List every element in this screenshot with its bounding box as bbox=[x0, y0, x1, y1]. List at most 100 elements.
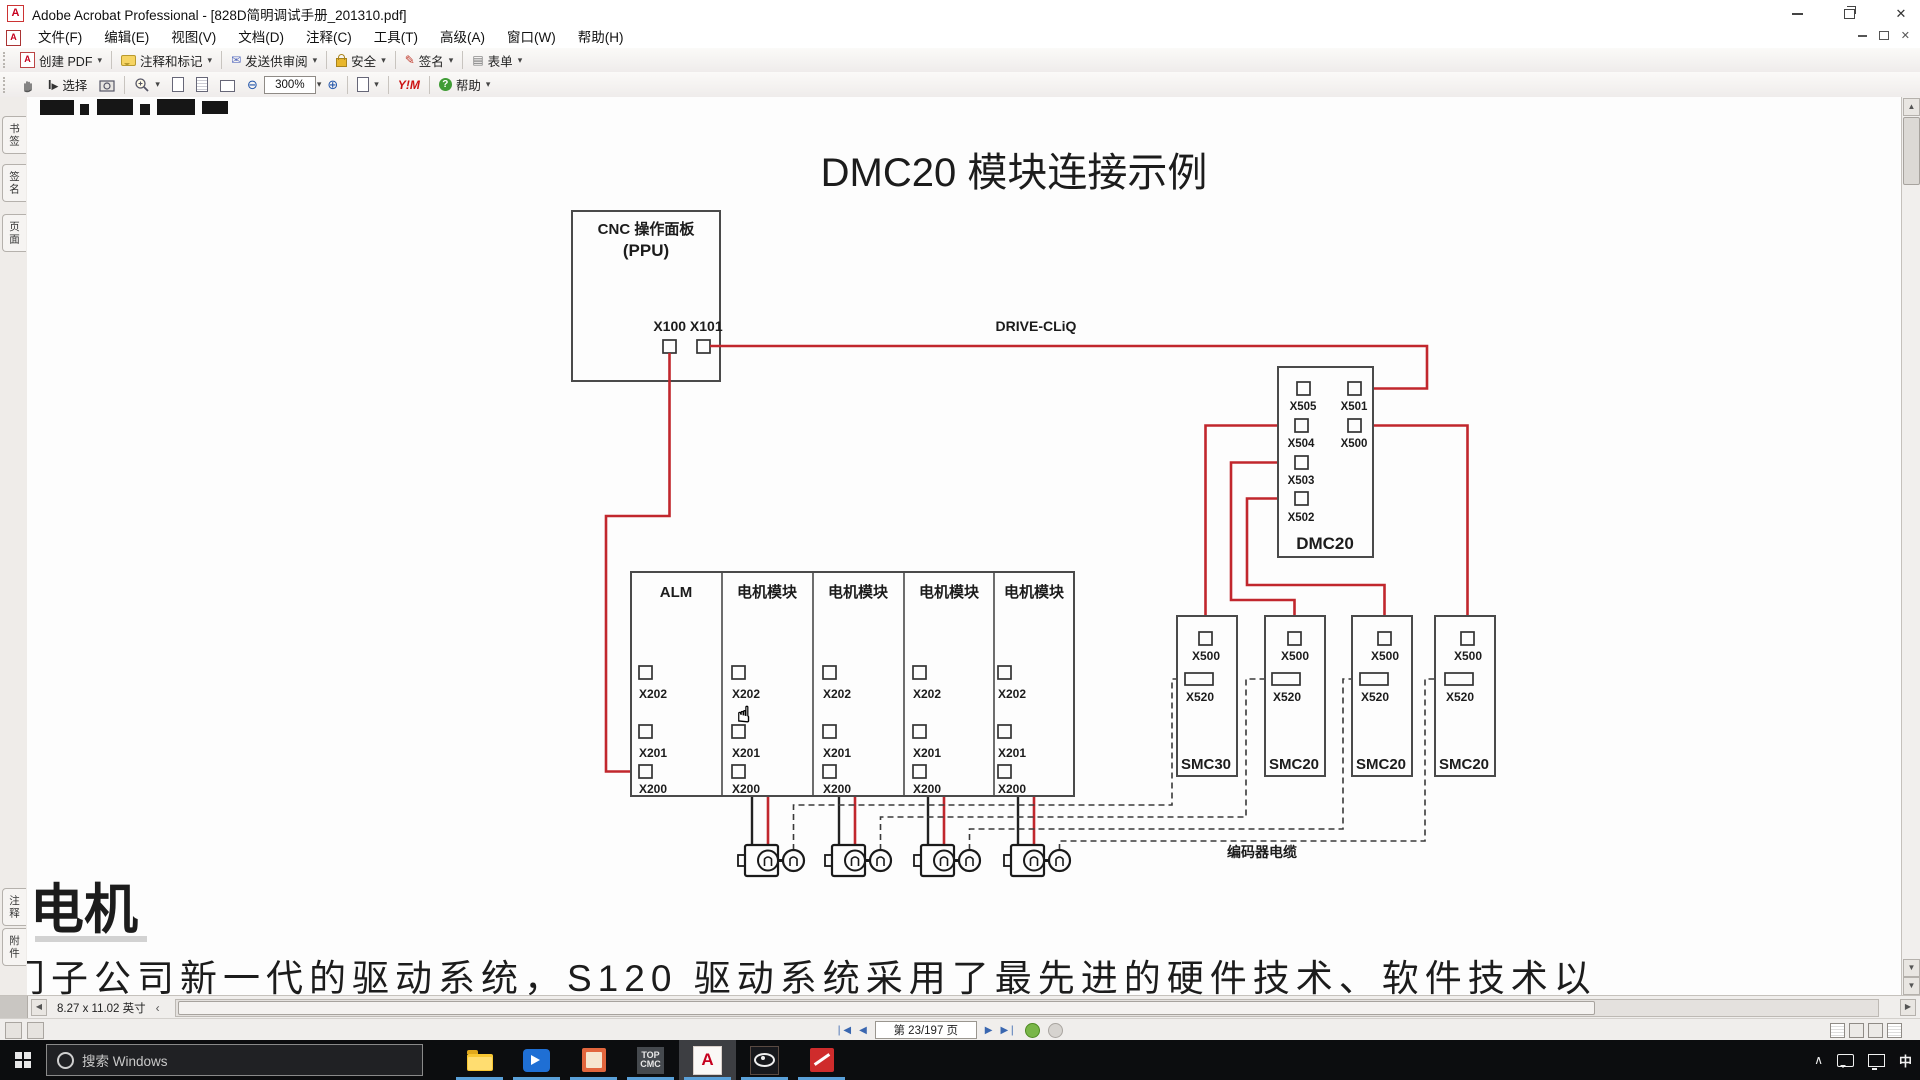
svg-text:X520: X520 bbox=[1446, 690, 1474, 704]
page-number-input[interactable]: 第 23/197 页 bbox=[874, 1021, 977, 1039]
ime-indicator[interactable]: 中 bbox=[1898, 1053, 1912, 1069]
offline-status-icon[interactable] bbox=[1047, 1022, 1063, 1038]
folder-icon bbox=[466, 1049, 493, 1071]
zoom-out-button[interactable]: ⊖ bbox=[246, 76, 258, 92]
security-button[interactable]: 安全▾ bbox=[330, 50, 392, 70]
svg-text:X202: X202 bbox=[732, 687, 760, 701]
previous-page-icon[interactable]: ◀ bbox=[859, 1024, 867, 1036]
next-page-icon[interactable]: ▶ bbox=[984, 1024, 993, 1036]
child-close-button[interactable]: ✕ bbox=[1900, 30, 1910, 42]
hand-tool-button[interactable] bbox=[14, 75, 42, 95]
smc20-box-2: X500 X520 SMC20 bbox=[1351, 615, 1413, 777]
help-button[interactable]: ? 帮助▾ bbox=[433, 75, 497, 95]
windows-logo-icon bbox=[15, 1052, 31, 1068]
next-view-icon[interactable]: ▼ bbox=[1903, 977, 1920, 995]
horizontal-scrollbar[interactable] bbox=[175, 999, 1879, 1017]
scroll-right-icon[interactable]: ▶ bbox=[1900, 999, 1916, 1016]
menu-window[interactable]: 窗口(W) bbox=[507, 30, 556, 45]
svg-text:X500: X500 bbox=[1454, 649, 1482, 663]
taskbar-app-acrobat[interactable]: A bbox=[679, 1040, 736, 1080]
svg-text:X520: X520 bbox=[1186, 690, 1214, 704]
fit-page-button[interactable] bbox=[190, 75, 214, 95]
taskbar-app-red-tool[interactable] bbox=[793, 1040, 850, 1080]
minimize-button[interactable] bbox=[1786, 5, 1808, 23]
taskbar-app-video-recorder[interactable] bbox=[508, 1040, 565, 1080]
sidebar-tab-bookmarks[interactable]: 书签 bbox=[2, 116, 26, 154]
menu-file[interactable]: 文件(F) bbox=[38, 30, 83, 45]
snapshot-tool-button[interactable] bbox=[93, 75, 121, 95]
close-button[interactable]: ✕ bbox=[1895, 5, 1907, 21]
toolbar-grip bbox=[3, 52, 10, 68]
sidebar-tab-signatures[interactable]: 签名 bbox=[2, 164, 26, 202]
status-option-icon[interactable] bbox=[27, 1022, 44, 1039]
taskbar-app-image-viewer[interactable] bbox=[736, 1040, 793, 1080]
dmc20-port-x500 bbox=[1347, 418, 1362, 433]
menubar: A 文件(F) 编辑(E) 视图(V) 文档(D) 注释(C) 工具(T) 高级… bbox=[0, 27, 1920, 49]
pdf-page[interactable]: DMC20 模块连接示例 CNC 操作面板 (PPU) X100 X101 DR… bbox=[27, 97, 1902, 995]
sidebar-tab-pages[interactable]: 页面 bbox=[2, 214, 26, 252]
horizontal-scroll-thumb[interactable] bbox=[178, 1001, 1595, 1015]
menu-tools[interactable]: 工具(T) bbox=[373, 30, 418, 45]
sign-button[interactable]: ✎ 签名▾ bbox=[404, 53, 454, 69]
zoom-in-button[interactable]: ⊕ bbox=[327, 76, 339, 92]
vertical-scroll-thumb[interactable] bbox=[1903, 117, 1920, 185]
actual-size-button[interactable] bbox=[166, 75, 190, 95]
yahoo-messenger-button[interactable]: Y!M bbox=[397, 77, 420, 92]
online-status-icon[interactable] bbox=[1024, 1022, 1040, 1038]
create-pdf-button[interactable]: A 创建 PDF▾ bbox=[14, 50, 108, 70]
menu-advanced[interactable]: 高级(A) bbox=[440, 30, 485, 45]
fit-width-button[interactable] bbox=[214, 75, 241, 95]
send-review-icon: ✉ bbox=[231, 53, 242, 67]
scroll-down-icon[interactable]: ▼ bbox=[1903, 959, 1920, 977]
motor-power-lines bbox=[750, 796, 1020, 846]
dmc20-port-x504 bbox=[1294, 418, 1309, 433]
last-page-icon[interactable]: ▶❘ bbox=[1000, 1024, 1017, 1036]
zoom-dropdown[interactable]: ▾ bbox=[316, 79, 322, 89]
menu-help[interactable]: 帮助(H) bbox=[577, 30, 624, 45]
collapse-arrow-icon[interactable]: ‹ bbox=[155, 1000, 160, 1015]
motor-module-label: 电机模块 bbox=[828, 583, 889, 601]
motor-module-4-ports: X202 X201 X200 bbox=[997, 665, 1026, 796]
smc20-label: SMC20 bbox=[1356, 756, 1406, 773]
taskbar-app-file-explorer[interactable] bbox=[451, 1040, 508, 1080]
page-display-button[interactable]: ▾ bbox=[351, 75, 385, 95]
child-minimize-button[interactable] bbox=[1857, 34, 1867, 37]
sidebar-tab-comments[interactable]: 注释 bbox=[2, 888, 26, 926]
vertical-scrollbar[interactable]: ▲ ▼ ▼ bbox=[1901, 97, 1920, 995]
taskbar-search-input[interactable]: 搜索 Windows bbox=[46, 1044, 423, 1076]
first-page-icon[interactable]: ❘◀ bbox=[835, 1024, 852, 1036]
zoom-in-tool-button[interactable]: ▾ bbox=[128, 75, 166, 95]
select-tool-button[interactable]: I▶ 选择 bbox=[48, 77, 88, 94]
tray-expand-icon[interactable]: ∧ bbox=[1814, 1053, 1823, 1067]
comment-markup-button[interactable]: 注释和标记▾ bbox=[115, 50, 218, 70]
menu-comments[interactable]: 注释(C) bbox=[306, 30, 352, 45]
two-page-view-icon[interactable] bbox=[1868, 1023, 1883, 1038]
display-icon[interactable] bbox=[1867, 1053, 1885, 1070]
status-option-icon[interactable] bbox=[5, 1022, 22, 1039]
motor-module-3-ports: X202 X201 X200 bbox=[912, 665, 941, 796]
send-review-button[interactable]: ✉ 发送供审阅▾ bbox=[231, 53, 318, 69]
menu-view[interactable]: 视图(V) bbox=[171, 30, 217, 45]
zoom-level-input[interactable]: 300% bbox=[263, 75, 316, 94]
svg-text:X500: X500 bbox=[1192, 649, 1220, 663]
two-page-scroll-view-icon[interactable] bbox=[1887, 1023, 1902, 1038]
scroll-up-icon[interactable]: ▲ bbox=[1903, 98, 1920, 116]
smc20-box-3: X500 X520 SMC20 bbox=[1434, 615, 1496, 777]
single-page-view-icon[interactable] bbox=[1830, 1023, 1845, 1038]
menu-edit[interactable]: 编辑(E) bbox=[104, 30, 150, 45]
menu-document[interactable]: 文档(D) bbox=[238, 30, 284, 45]
scroll-left-icon[interactable]: ◀ bbox=[31, 999, 47, 1016]
dmc20-label: DMC20 bbox=[1296, 534, 1354, 553]
restore-button[interactable] bbox=[1838, 5, 1860, 23]
taskbar-app-presentation[interactable] bbox=[565, 1040, 622, 1080]
svg-text:X201: X201 bbox=[998, 746, 1026, 760]
forms-button[interactable]: ▤ 表单▾ bbox=[472, 53, 523, 69]
notification-icon[interactable] bbox=[1836, 1053, 1854, 1068]
start-button[interactable] bbox=[0, 1040, 46, 1080]
sidebar-tab-attachments[interactable]: 附件 bbox=[2, 928, 26, 966]
continuous-view-icon[interactable] bbox=[1849, 1023, 1864, 1038]
child-restore-button[interactable] bbox=[1878, 31, 1889, 40]
status-bar: ❘◀ ◀ 第 23/197 页 ▶ ▶❘ bbox=[0, 1018, 1920, 1041]
